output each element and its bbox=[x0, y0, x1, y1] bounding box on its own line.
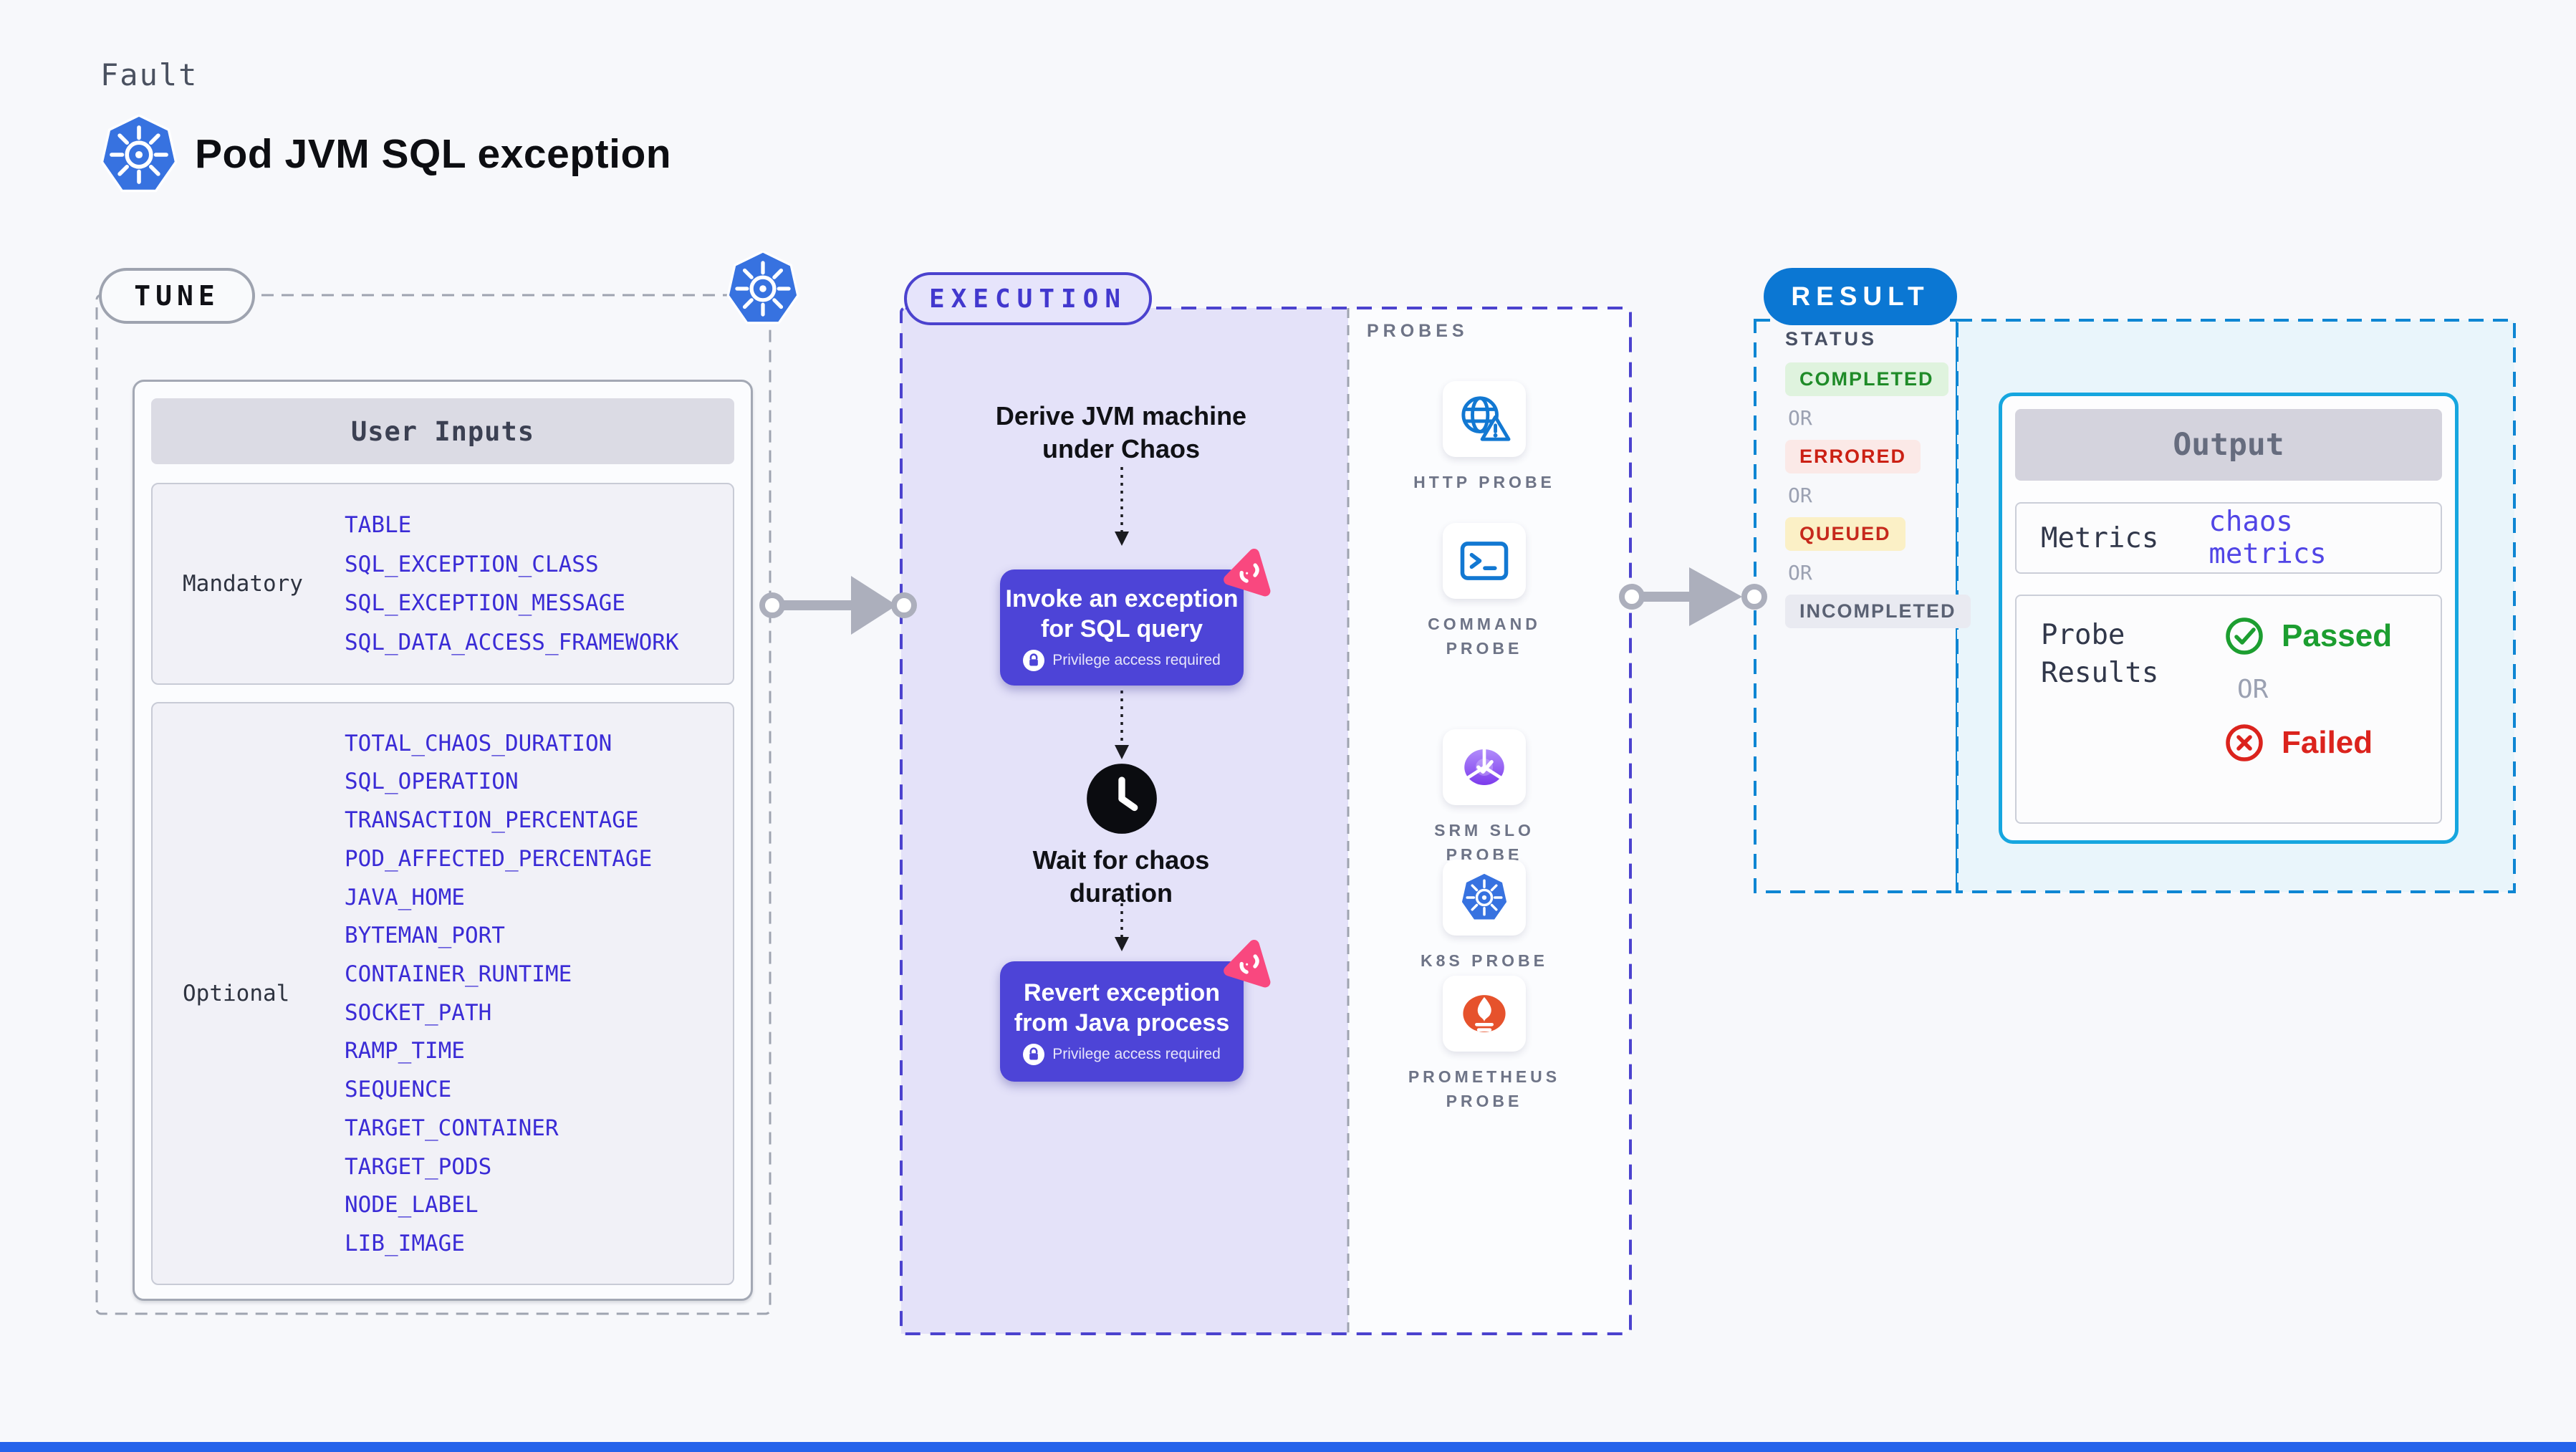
input-item: RAMP_TIME bbox=[345, 1038, 465, 1064]
tune-section-pill: TUNE bbox=[99, 268, 255, 324]
probe-label: COMMAND PROBE bbox=[1428, 615, 1541, 658]
probe-results-row: Probe Results Passed OR Failed bbox=[2015, 595, 2442, 824]
chaos-icon bbox=[1222, 546, 1277, 600]
output-card: Output Metrics chaos metrics Probe Resul… bbox=[1999, 393, 2459, 844]
step-derive-jvm: Derive JVM machine under Chaos bbox=[995, 401, 1247, 463]
optional-inputs-group: Optional TOTAL_CHAOS_DURATION SQL_OPERAT… bbox=[151, 702, 734, 1285]
input-item: TRANSACTION_PERCENTAGE bbox=[345, 807, 639, 834]
lock-icon bbox=[1023, 650, 1045, 671]
status-column-label: STATUS bbox=[1785, 328, 1877, 350]
optional-label: Optional bbox=[183, 981, 290, 1006]
x-circle-icon bbox=[2226, 724, 2263, 761]
input-item: TOTAL_CHAOS_DURATION bbox=[345, 730, 612, 756]
probe-card bbox=[1443, 860, 1526, 936]
input-item: CONTAINER_RUNTIME bbox=[345, 961, 572, 988]
user-inputs-card: User Inputs Mandatory TABLE SQL_EXCEPTIO… bbox=[133, 380, 753, 1301]
arrow-execution-to-result bbox=[1619, 567, 1767, 626]
status-badge-completed: COMPLETED bbox=[1785, 362, 1948, 396]
input-item: JAVA_HOME bbox=[345, 884, 465, 910]
or-separator: OR bbox=[1788, 561, 1812, 585]
probe-command: COMMAND PROBE bbox=[1355, 523, 1613, 660]
probe-results-label: Probe Results bbox=[2041, 619, 2159, 689]
page-title: Pod JVM SQL exception bbox=[195, 131, 672, 177]
check-circle-icon bbox=[2226, 617, 2263, 655]
step-revert-exception: Revert exception from Java process Privi… bbox=[1000, 961, 1244, 1082]
kubernetes-icon bbox=[99, 115, 179, 195]
metrics-value: chaos metrics bbox=[2209, 506, 2327, 570]
flow-dotted-arrows bbox=[1115, 467, 1129, 951]
probe-srm-slo: SRM SLO PROBE bbox=[1355, 729, 1613, 867]
status-badge-errored: ERRORED bbox=[1785, 440, 1921, 473]
probe-card bbox=[1443, 523, 1526, 599]
arrow-tune-to-execution bbox=[759, 576, 917, 635]
probes-panel-fill bbox=[1348, 308, 1630, 1334]
metrics-label: Metrics bbox=[2041, 521, 2159, 554]
metrics-row: Metrics chaos metrics bbox=[2015, 502, 2442, 574]
step-invoke-exception: Invoke an exception for SQL query Privil… bbox=[1000, 569, 1244, 686]
fault-kicker: Fault bbox=[100, 57, 198, 92]
result-section-pill: RESULT bbox=[1764, 268, 1957, 325]
passed-label: Passed bbox=[2282, 618, 2393, 653]
input-item: TARGET_CONTAINER bbox=[345, 1115, 559, 1141]
input-item: SEQUENCE bbox=[345, 1077, 452, 1103]
probe-prometheus: PROMETHEUS PROBE bbox=[1355, 976, 1613, 1113]
mandatory-items: TABLE SQL_EXCEPTION_CLASS SQL_EXCEPTION_… bbox=[345, 484, 733, 683]
execution-region-border bbox=[900, 307, 1632, 1335]
globe-alert-icon bbox=[1461, 396, 1511, 441]
step-wait-duration: Wait for chaos duration bbox=[1032, 845, 1210, 908]
privilege-note: Privilege access required bbox=[1023, 1044, 1221, 1065]
or-separator: OR bbox=[1788, 406, 1812, 430]
failed-label: Failed bbox=[2282, 725, 2373, 760]
probe-label: PROMETHEUS PROBE bbox=[1408, 1067, 1561, 1110]
probe-card bbox=[1443, 381, 1526, 457]
step-invoke-title: Invoke an exception for SQL query bbox=[1005, 585, 1239, 643]
output-header: Output bbox=[2015, 409, 2442, 481]
probe-card bbox=[1443, 729, 1526, 805]
input-item: SQL_EXCEPTION_CLASS bbox=[345, 551, 599, 577]
privilege-text: Privilege access required bbox=[1052, 1046, 1221, 1062]
chaos-icon bbox=[1222, 937, 1277, 991]
passed-row: Passed bbox=[2224, 616, 2392, 656]
kubernetes-icon bbox=[1460, 872, 1509, 922]
tune-region-border bbox=[95, 294, 772, 1315]
slo-chart-icon bbox=[1464, 746, 1504, 785]
mandatory-label: Mandatory bbox=[183, 571, 303, 597]
or-separator: OR bbox=[2237, 675, 2269, 704]
or-separator: OR bbox=[1788, 484, 1812, 507]
input-item: BYTEMAN_PORT bbox=[345, 923, 505, 949]
input-item: TABLE bbox=[345, 511, 412, 538]
terminal-icon bbox=[1460, 542, 1509, 580]
input-item: POD_AFFECTED_PERCENTAGE bbox=[345, 845, 653, 872]
clock-icon bbox=[1085, 761, 1159, 836]
probe-label: HTTP PROBE bbox=[1413, 473, 1555, 491]
user-inputs-header: User Inputs bbox=[151, 398, 734, 464]
status-badge-incompleted: INCOMPLETED bbox=[1785, 595, 1971, 628]
probe-http: HTTP PROBE bbox=[1355, 381, 1613, 494]
kubernetes-icon bbox=[725, 251, 801, 327]
input-item: SQL_DATA_ACCESS_FRAMEWORK bbox=[345, 630, 679, 656]
prometheus-icon bbox=[1463, 995, 1506, 1032]
probe-label: K8S PROBE bbox=[1421, 951, 1548, 970]
probe-results-values: Passed OR Failed bbox=[2224, 616, 2392, 802]
privilege-note: Privilege access required bbox=[1023, 650, 1221, 671]
footer-accent-bar bbox=[0, 1442, 2576, 1452]
input-item: NODE_LABEL bbox=[345, 1192, 479, 1218]
input-item: LIB_IMAGE bbox=[345, 1231, 465, 1257]
probe-k8s: K8S PROBE bbox=[1355, 860, 1613, 973]
privilege-text: Privilege access required bbox=[1052, 652, 1221, 668]
lock-icon bbox=[1023, 1044, 1045, 1065]
input-item: SQL_OPERATION bbox=[345, 769, 519, 795]
execution-section-pill: EXECUTION bbox=[904, 272, 1152, 325]
optional-items: TOTAL_CHAOS_DURATION SQL_OPERATION TRANS… bbox=[345, 703, 733, 1284]
input-item: SOCKET_PATH bbox=[345, 999, 492, 1026]
probes-panel-label: PROBES bbox=[1367, 321, 1469, 341]
step-revert-title: Revert exception from Java process bbox=[1014, 979, 1230, 1037]
failed-row: Failed bbox=[2224, 723, 2392, 763]
probe-card bbox=[1443, 976, 1526, 1052]
status-badge-queued: QUEUED bbox=[1785, 517, 1905, 551]
mandatory-inputs-group: Mandatory TABLE SQL_EXCEPTION_CLASS SQL_… bbox=[151, 483, 734, 685]
input-item: TARGET_PODS bbox=[345, 1153, 492, 1180]
input-item: SQL_EXCEPTION_MESSAGE bbox=[345, 590, 625, 617]
status-list: COMPLETED OR ERRORED OR QUEUED OR INCOMP… bbox=[1785, 362, 1971, 628]
